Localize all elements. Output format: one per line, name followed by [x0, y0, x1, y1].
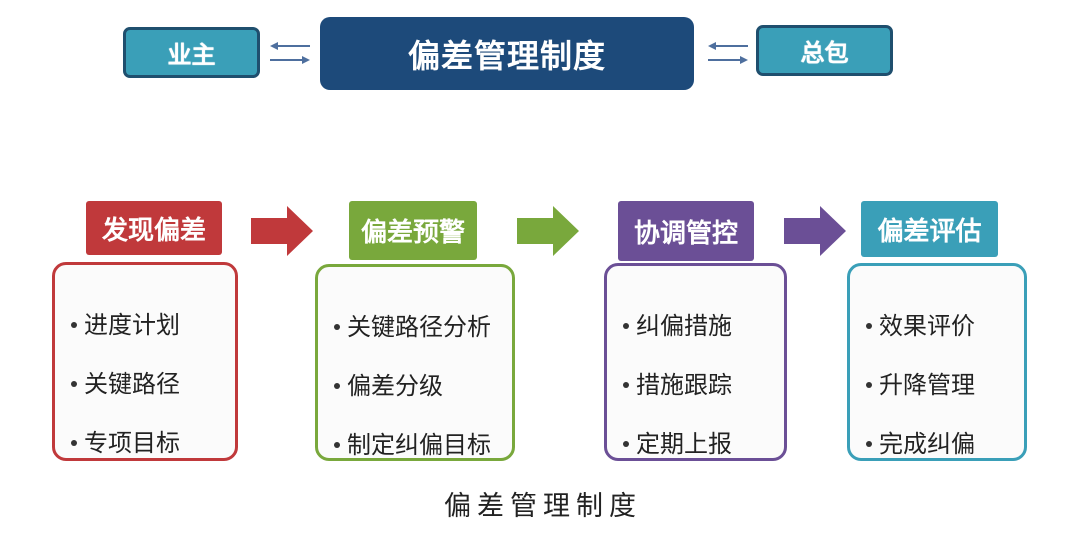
list-item: 关键路径分析: [334, 297, 512, 356]
center-title-label: 偏差管理制度: [407, 36, 606, 75]
list-item-text: 完成纠偏: [879, 429, 975, 458]
bullet-icon: [71, 380, 77, 387]
list-item-text: 制定纠偏目标: [347, 430, 491, 459]
list-item-text: 关键路径: [84, 369, 180, 398]
step-title-coordination-control: 协调管控: [618, 201, 754, 261]
step-title-deviation-assessment: 偏差评估: [861, 201, 998, 257]
flow-arrow-icon: [517, 206, 579, 256]
bullet-icon: [866, 322, 872, 329]
list-item-text: 纠偏措施: [636, 311, 732, 340]
center-title-box: 偏差管理制度: [320, 17, 694, 90]
bullet-icon: [866, 381, 872, 388]
exchange-arrows-icon-right: [708, 42, 748, 64]
step-box-deviation-warning: 关键路径分析 偏差分级 制定纠偏目标: [315, 264, 515, 461]
list-item-text: 升降管理: [879, 370, 975, 399]
list-item: 关键路径: [71, 354, 235, 413]
list-item: 制定纠偏目标: [334, 415, 512, 474]
step-box-coordination-control: 纠偏措施 措施跟踪 定期上报: [604, 263, 787, 461]
list-item: 专项目标: [71, 413, 235, 472]
list-item: 升降管理: [866, 355, 1024, 414]
exchange-arrows-icon-left: [270, 42, 310, 64]
bullet-icon: [334, 323, 340, 330]
list-item-text: 偏差分级: [347, 371, 443, 400]
bullet-icon: [623, 381, 629, 388]
bullet-icon: [71, 439, 77, 446]
bullet-icon: [623, 440, 629, 447]
step-title-label: 协调管控: [633, 218, 738, 249]
list-item: 完成纠偏: [866, 414, 1024, 473]
step-box-discover-deviation: 进度计划 关键路径 专项目标: [52, 262, 238, 461]
step-box-deviation-assessment: 效果评价 升降管理 完成纠偏: [847, 263, 1027, 461]
owner-box: 业主: [123, 27, 260, 78]
list-item: 偏差分级: [334, 356, 512, 415]
contractor-label: 总包: [800, 39, 849, 67]
list-item: 纠偏措施: [623, 296, 784, 355]
list-item: 措施跟踪: [623, 355, 784, 414]
figure-caption: 偏差管理制度: [444, 491, 642, 522]
bullet-icon: [623, 322, 629, 329]
contractor-box: 总包: [756, 25, 893, 76]
flow-arrow-icon: [251, 206, 313, 256]
list-item-text: 进度计划: [84, 310, 180, 339]
bullet-icon: [334, 382, 340, 389]
step-title-deviation-warning: 偏差预警: [349, 201, 477, 260]
bullet-icon: [334, 441, 340, 448]
list-item-text: 专项目标: [84, 428, 180, 457]
list-item: 效果评价: [866, 296, 1024, 355]
bullet-icon: [71, 321, 77, 328]
list-item-text: 效果评价: [879, 311, 975, 340]
step-title-label: 发现偏差: [101, 215, 206, 246]
step-title-label: 偏差评估: [877, 216, 982, 247]
bullet-icon: [866, 440, 872, 447]
owner-label: 业主: [167, 41, 216, 69]
list-item-text: 关键路径分析: [347, 312, 491, 341]
list-item: 进度计划: [71, 295, 235, 354]
step-title-discover-deviation: 发现偏差: [86, 201, 222, 255]
list-item: 定期上报: [623, 414, 784, 473]
step-title-label: 偏差预警: [360, 218, 465, 248]
flow-arrow-icon: [784, 206, 846, 256]
list-item-text: 措施跟踪: [636, 370, 732, 399]
list-item-text: 定期上报: [636, 429, 732, 458]
